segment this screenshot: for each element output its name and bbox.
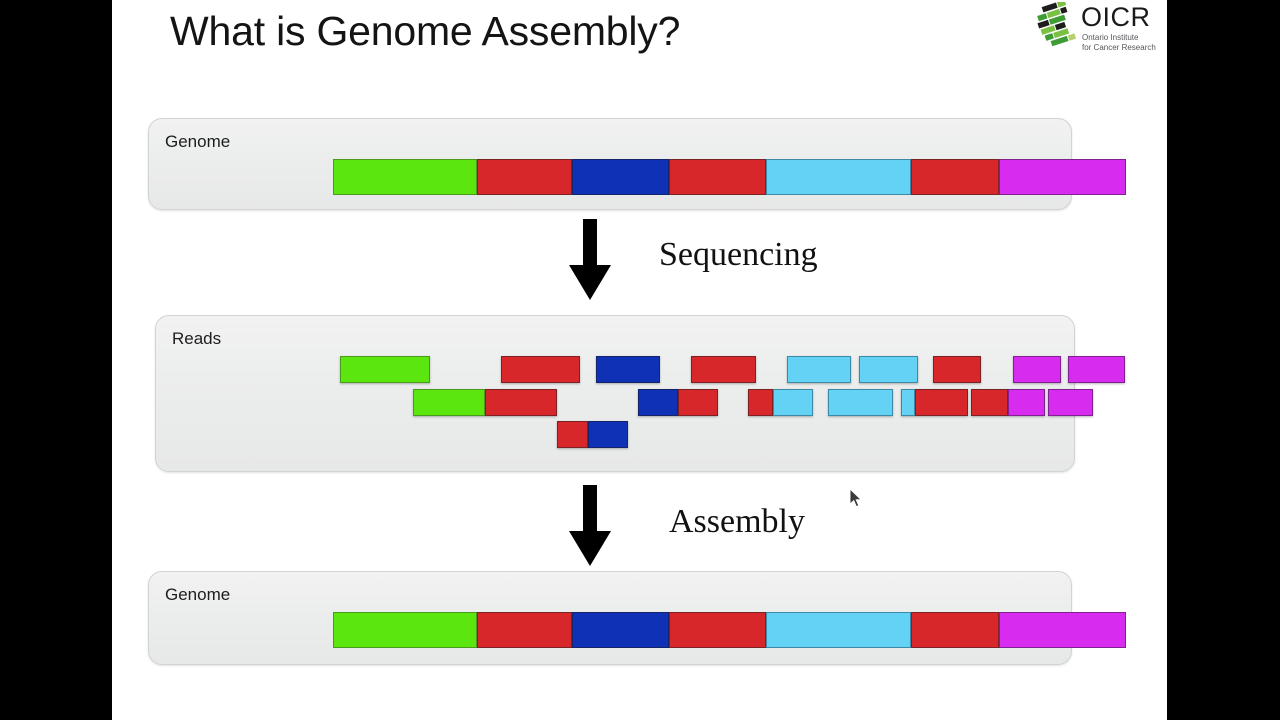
genome-segment: [999, 159, 1126, 195]
read-fragment: [787, 356, 851, 383]
read-segment: [787, 356, 851, 383]
read-fragment: [340, 356, 430, 383]
genome-segment: [477, 612, 572, 648]
read-segment: [638, 389, 678, 416]
read-segment: [773, 389, 813, 416]
read-segment: [859, 356, 918, 383]
genome-segment: [669, 612, 766, 648]
genome-segment: [477, 159, 572, 195]
read-fragment: [638, 389, 718, 416]
slide-canvas: What is Genome Assembly?: [112, 0, 1167, 720]
step-label-sequencing: Sequencing: [659, 236, 818, 273]
down-arrow-icon-sequencing: [569, 219, 611, 300]
oicr-logo-mark: [1037, 2, 1077, 47]
step-label-assembly: Assembly: [669, 503, 805, 540]
genome-segment: [333, 612, 477, 648]
read-fragment: [901, 389, 968, 416]
oicr-wordmark: OICR: [1081, 2, 1151, 32]
oicr-tagline: Ontario Institute for Cancer Research: [1082, 33, 1168, 52]
read-segment: [901, 389, 915, 416]
read-segment: [340, 356, 430, 383]
panel-reads: Reads: [155, 315, 1125, 472]
genome-segment: [333, 159, 477, 195]
panel-reads-label: Reads: [172, 329, 222, 348]
read-fragment: [828, 389, 893, 416]
genome-segment: [999, 612, 1126, 648]
genome-segment: [766, 612, 911, 648]
read-fragment: [933, 356, 981, 383]
read-segment: [1008, 389, 1045, 416]
read-segment: [678, 389, 718, 416]
read-segment: [413, 389, 485, 416]
read-segment: [596, 356, 660, 383]
read-fragment: [691, 356, 756, 383]
down-arrow-icon-assembly: [569, 485, 611, 566]
read-fragment: [1013, 356, 1061, 383]
read-segment: [557, 421, 588, 448]
panel-genome-top-label: Genome: [165, 132, 231, 151]
genome-segment: [766, 159, 911, 195]
mouse-cursor-icon: [850, 489, 863, 508]
oicr-logo: OICR Ontario Institute for Cancer Resear…: [1037, 2, 1159, 52]
read-segment: [971, 389, 1008, 416]
oicr-tagline-line1: Ontario Institute: [1082, 33, 1139, 42]
genome-segment: [911, 159, 999, 195]
panel-genome-bottom: Genome: [148, 571, 1126, 665]
oicr-tagline-line2: for Cancer Research: [1082, 42, 1156, 52]
read-fragment: [1068, 356, 1125, 383]
read-segment: [501, 356, 580, 383]
read-segment: [1048, 389, 1093, 416]
read-segment: [748, 389, 773, 416]
genome-segment: [572, 159, 669, 195]
read-fragment: [971, 389, 1045, 416]
read-segment: [933, 356, 981, 383]
read-fragment: [501, 356, 580, 383]
read-fragment: [859, 356, 918, 383]
read-fragment: [596, 356, 660, 383]
genome-segment: [572, 612, 669, 648]
genome-segment: [911, 612, 999, 648]
genome-segment: [669, 159, 766, 195]
panel-genome-bottom-label: Genome: [165, 585, 231, 604]
letterbox-left: [0, 0, 112, 720]
read-segment: [1013, 356, 1061, 383]
read-fragment: [1048, 389, 1093, 416]
read-segment: [588, 421, 628, 448]
read-segment: [828, 389, 893, 416]
read-segment: [485, 389, 557, 416]
page-title: What is Genome Assembly?: [170, 8, 681, 54]
read-segment: [915, 389, 968, 416]
read-segment: [1068, 356, 1125, 383]
read-fragment: [557, 421, 628, 448]
read-fragment: [748, 389, 813, 416]
panel-genome-top: Genome: [148, 118, 1126, 210]
letterbox-right: [1167, 0, 1280, 720]
read-segment: [691, 356, 756, 383]
read-fragment: [413, 389, 557, 416]
